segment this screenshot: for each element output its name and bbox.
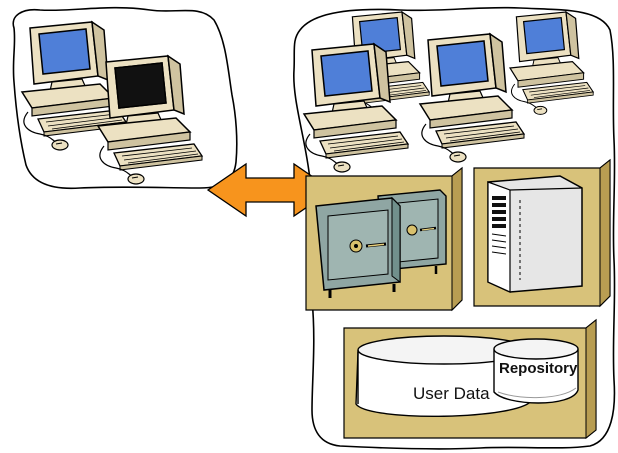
workstation-icon: [97, 55, 203, 185]
dark-screen: [114, 62, 167, 109]
user-data-cylinder-icon: [355, 335, 533, 418]
user-data-label: User Data: [413, 384, 490, 403]
repository-cylinder-icon: [493, 338, 579, 404]
safe-icon: [315, 189, 447, 298]
repository-label: Repository: [499, 360, 578, 377]
server-tower-icon: [487, 175, 583, 293]
